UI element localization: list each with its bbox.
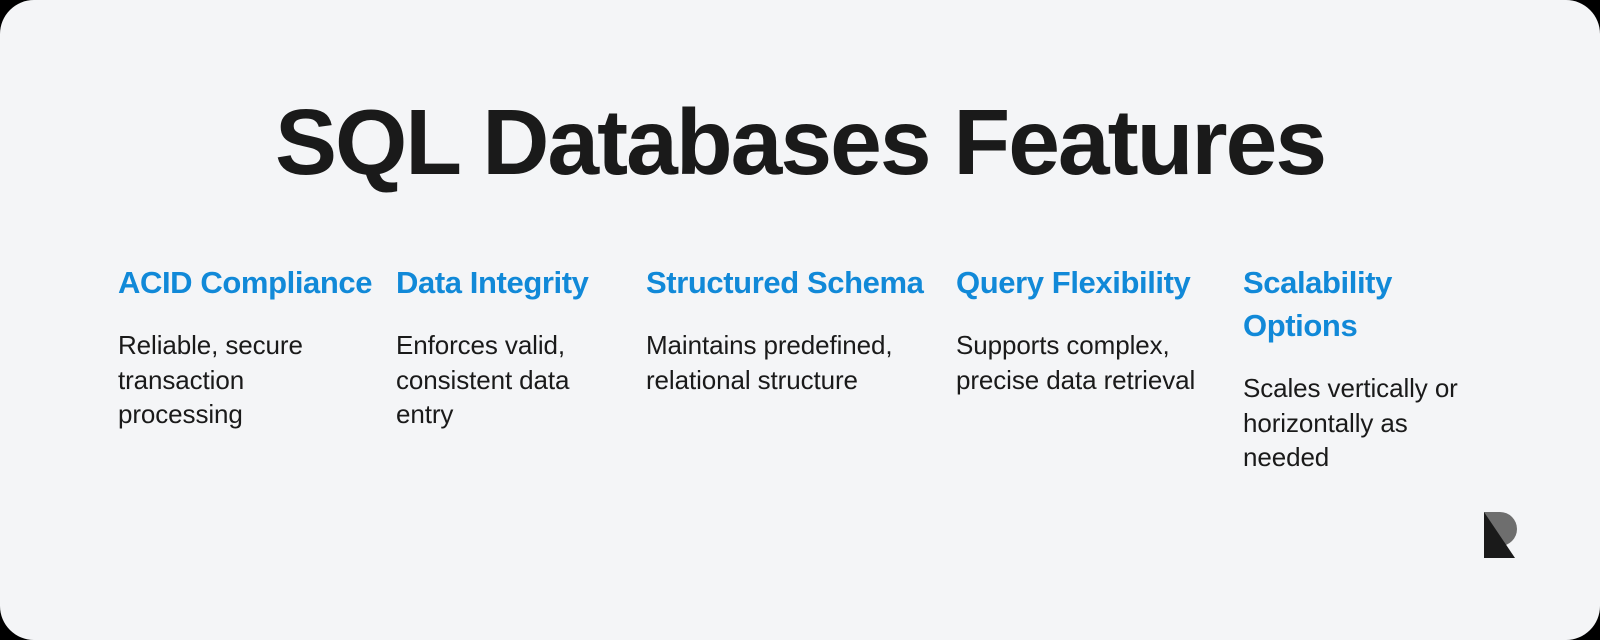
feature-columns: ACID Compliance Reliable, secure transac…: [118, 261, 1488, 475]
feature-column: Data Integrity Enforces valid, consisten…: [396, 261, 646, 432]
feature-body: Reliable, secure transaction processing: [118, 330, 303, 429]
feature-heading: Query Flexibility: [956, 265, 1191, 300]
feature-body: Enforces valid, consistent data entry: [396, 330, 570, 429]
feature-heading: Scalability Options: [1243, 265, 1392, 343]
feature-column: Scalability Options Scales vertically or…: [1243, 261, 1488, 475]
feature-body: Scales vertically or horizontally as nee…: [1243, 373, 1458, 472]
feature-heading: Data Integrity: [396, 265, 589, 300]
feature-body: Supports complex, precise data retrieval: [956, 330, 1196, 395]
r-monogram-logo: [1484, 512, 1517, 558]
page-title: SQL Databases Features: [274, 90, 1327, 194]
feature-body: Maintains predefined, relational structu…: [646, 330, 893, 395]
feature-column: Structured Schema Maintains predefined, …: [646, 261, 956, 397]
feature-heading: Structured Schema: [646, 265, 924, 300]
feature-column: ACID Compliance Reliable, secure transac…: [118, 261, 396, 432]
feature-column: Query Flexibility Supports complex, prec…: [956, 261, 1243, 397]
feature-heading: ACID Compliance: [118, 265, 373, 300]
